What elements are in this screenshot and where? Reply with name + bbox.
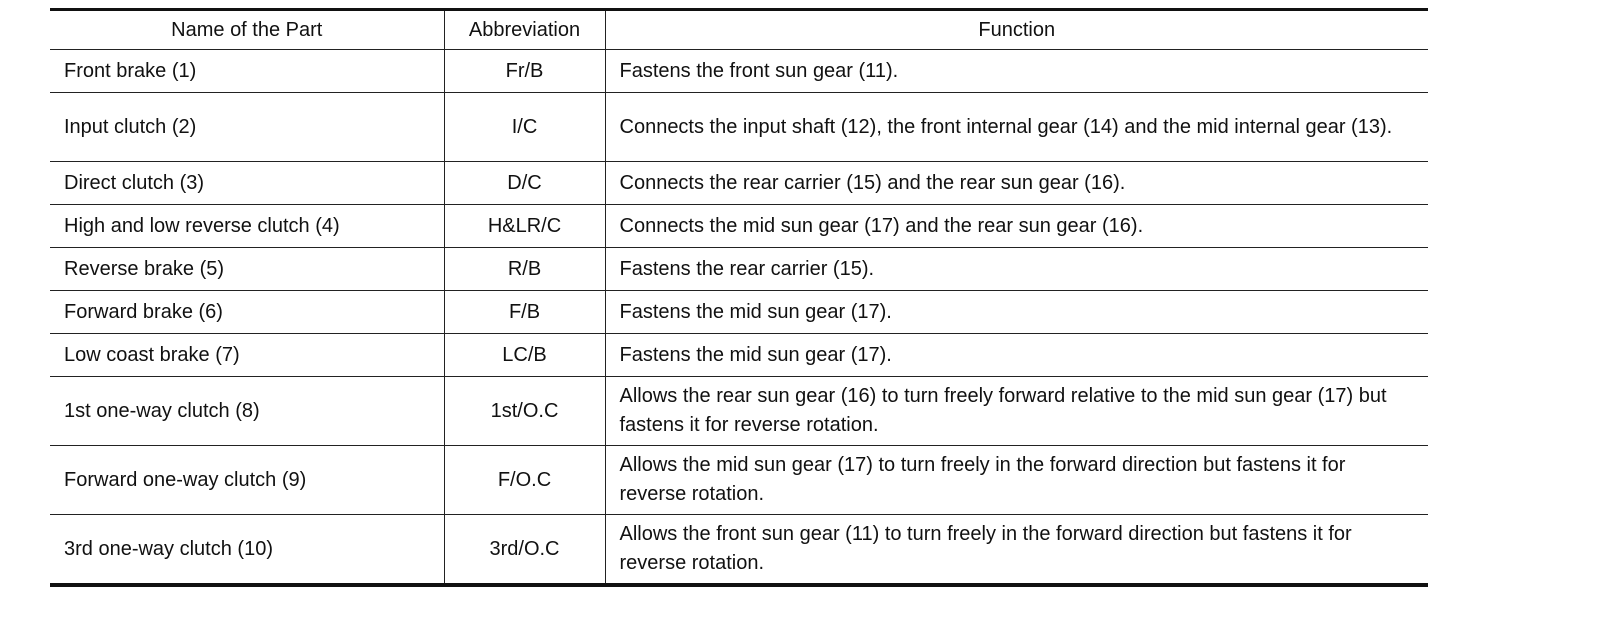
function-cell: Connects the input shaft (12), the front… [604, 92, 1428, 162]
abbreviation-cell: F/O.C [443, 445, 605, 515]
table-row: Front brake (1) Fr/B Fastens the front s… [50, 49, 1428, 93]
table-body: Front brake (1) Fr/B Fastens the front s… [50, 49, 1428, 586]
part-name-cell: Input clutch (2) [50, 92, 444, 162]
table-row: Low coast brake (7) LC/B Fastens the mid… [50, 333, 1428, 377]
function-cell: Connects the rear carrier (15) and the r… [604, 161, 1428, 205]
function-cell: Fastens the mid sun gear (17). [604, 333, 1428, 377]
header-name-of-part: Name of the Part [50, 9, 444, 50]
function-cell: Fastens the front sun gear (11). [604, 49, 1428, 93]
table-row: High and low reverse clutch (4) H&LR/C C… [50, 204, 1428, 248]
abbreviation-cell: R/B [443, 247, 605, 291]
part-name-cell: Reverse brake (5) [50, 247, 444, 291]
abbreviation-cell: 1st/O.C [443, 376, 605, 446]
abbreviation-cell: LC/B [443, 333, 605, 377]
table-row: 1st one-way clutch (8) 1st/O.C Allows th… [50, 376, 1428, 446]
part-name-cell: Forward brake (6) [50, 290, 444, 334]
function-cell: Connects the mid sun gear (17) and the r… [604, 204, 1428, 248]
abbreviation-cell: F/B [443, 290, 605, 334]
header-abbreviation: Abbreviation [443, 9, 605, 50]
parts-table: Name of the Part Abbreviation Function F… [50, 8, 1428, 587]
table-row: Direct clutch (3) D/C Connects the rear … [50, 161, 1428, 205]
function-cell: Allows the rear sun gear (16) to turn fr… [604, 376, 1428, 446]
part-name-cell: Direct clutch (3) [50, 161, 444, 205]
abbreviation-cell: I/C [443, 92, 605, 162]
function-cell: Fastens the rear carrier (15). [604, 247, 1428, 291]
header-row: Name of the Part Abbreviation Function [50, 9, 1428, 50]
part-name-cell: 1st one-way clutch (8) [50, 376, 444, 446]
table-row: 3rd one-way clutch (10) 3rd/O.C Allows t… [50, 514, 1428, 586]
abbreviation-cell: 3rd/O.C [443, 514, 605, 586]
table-row: Forward one-way clutch (9) F/O.C Allows … [50, 445, 1428, 515]
abbreviation-cell: H&LR/C [443, 204, 605, 248]
function-cell: Allows the mid sun gear (17) to turn fre… [604, 445, 1428, 515]
header-function: Function [604, 9, 1428, 50]
table-row: Reverse brake (5) R/B Fastens the rear c… [50, 247, 1428, 291]
part-name-cell: Front brake (1) [50, 49, 444, 93]
abbreviation-cell: Fr/B [443, 49, 605, 93]
abbreviation-cell: D/C [443, 161, 605, 205]
function-cell: Fastens the mid sun gear (17). [604, 290, 1428, 334]
table-header: Name of the Part Abbreviation Function [50, 9, 1428, 50]
table-row: Input clutch (2) I/C Connects the input … [50, 92, 1428, 162]
part-name-cell: Forward one-way clutch (9) [50, 445, 444, 515]
function-cell: Allows the front sun gear (11) to turn f… [604, 514, 1428, 586]
part-name-cell: 3rd one-way clutch (10) [50, 514, 444, 586]
table-row: Forward brake (6) F/B Fastens the mid su… [50, 290, 1428, 334]
part-name-cell: Low coast brake (7) [50, 333, 444, 377]
part-name-cell: High and low reverse clutch (4) [50, 204, 444, 248]
